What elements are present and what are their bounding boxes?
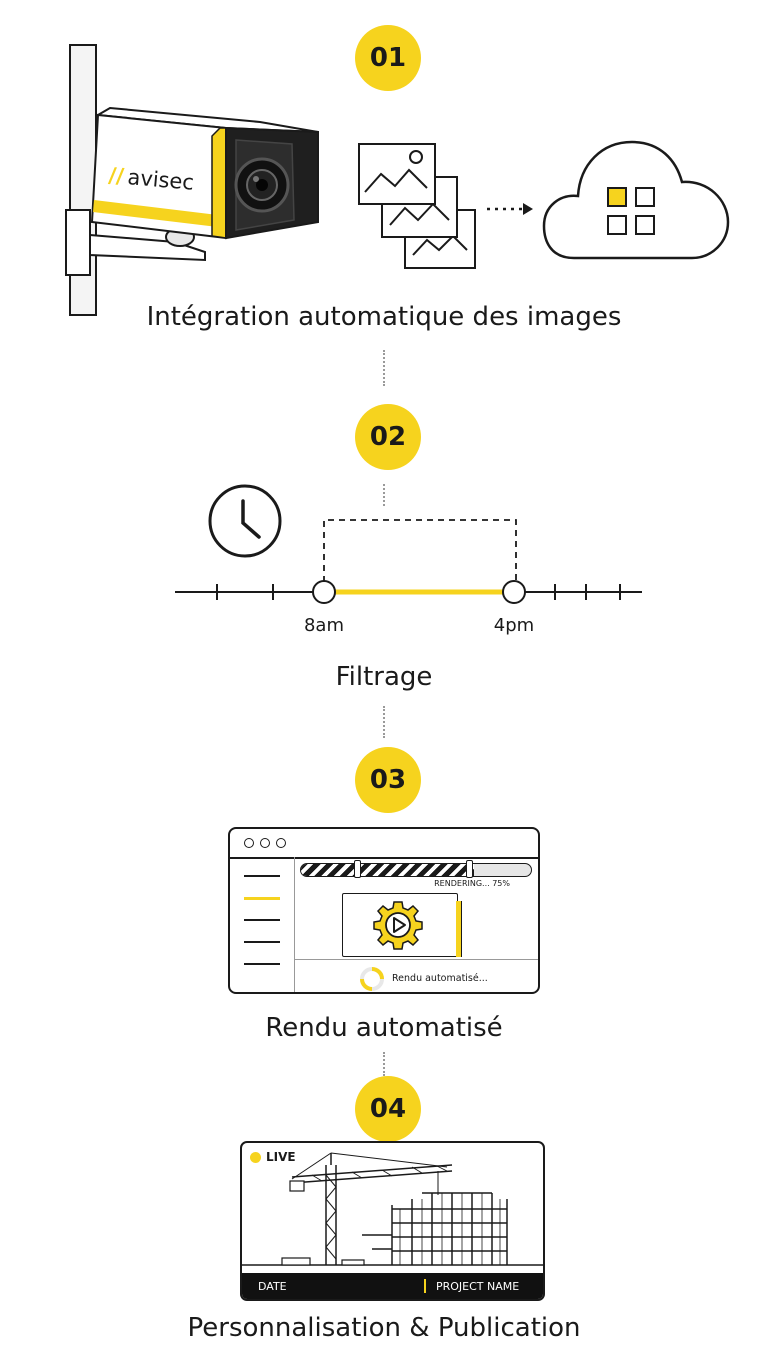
step-title: Filtrage <box>335 662 433 692</box>
step-title: Rendu automatisé <box>265 1013 503 1043</box>
progress-handle[interactable] <box>466 860 473 878</box>
clock-icon <box>208 484 282 558</box>
camera-brand: avisec <box>127 165 195 195</box>
render-progress-text: RENDERING... 75% <box>434 879 510 888</box>
sidebar-item-active[interactable] <box>244 897 280 900</box>
window-dot[interactable] <box>260 838 270 848</box>
progress-handle[interactable] <box>354 860 361 878</box>
step-number-badge: 03 <box>355 747 421 813</box>
step-number-badge: 02 <box>355 404 421 470</box>
loading-spinner-icon <box>360 967 384 991</box>
connector-dots <box>383 484 385 506</box>
range-start-label: 8am <box>303 615 345 636</box>
sidebar-divider <box>294 857 295 992</box>
video-card-accent <box>456 901 462 957</box>
sidebar-item[interactable] <box>244 963 280 965</box>
image-frame-front <box>358 143 436 205</box>
range-end-handle[interactable] <box>502 580 526 604</box>
window-dot[interactable] <box>244 838 254 848</box>
sidebar-item[interactable] <box>244 919 280 921</box>
step-title: Personnalisation & Publication <box>187 1313 581 1343</box>
svg-text://: // <box>108 163 126 188</box>
sidebar-item[interactable] <box>244 875 280 877</box>
date-label: DATE <box>258 1280 287 1293</box>
render-progress-bar <box>300 863 532 877</box>
window-title-bar <box>230 829 538 859</box>
range-end-label: 4pm <box>493 615 535 636</box>
step-number-badge: 01 <box>355 25 421 91</box>
render-status-text: Rendu automatisé... <box>392 973 488 984</box>
overlay-footer-bar <box>242 1273 543 1299</box>
camera-icon: // avisec <box>65 44 319 316</box>
image-stack-icon <box>358 143 476 269</box>
arrow-right-icon <box>487 203 533 215</box>
live-label: LIVE <box>266 1150 296 1164</box>
render-window: RENDERING... 75% Rendu automatisé... <box>228 827 540 994</box>
render-progress-fill <box>301 864 474 876</box>
status-divider <box>294 959 538 960</box>
live-stream-preview[interactable]: LIVE <box>240 1141 545 1301</box>
gear-play-icon[interactable] <box>372 899 424 951</box>
footer-separator <box>424 1279 426 1293</box>
connector-dots <box>383 706 385 738</box>
construction-site-illustration <box>242 1152 543 1266</box>
project-name-label: PROJECT NAME <box>436 1280 520 1293</box>
step-title: Intégration automatique des images <box>146 302 622 332</box>
sidebar-item[interactable] <box>244 941 280 943</box>
connector-dots <box>383 1052 385 1076</box>
live-indicator-dot <box>250 1152 261 1163</box>
step-number-badge: 04 <box>355 1076 421 1142</box>
range-start-handle[interactable] <box>312 580 336 604</box>
cloud-icon <box>542 140 730 260</box>
window-dot[interactable] <box>276 838 286 848</box>
connector-dots <box>383 350 385 386</box>
time-filter-timeline <box>175 519 642 604</box>
